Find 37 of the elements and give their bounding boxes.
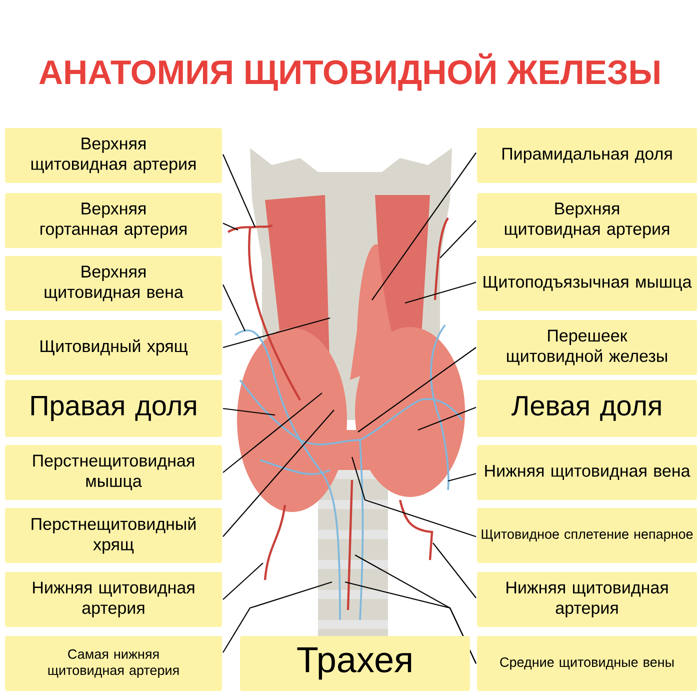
label-box: Нижняя щитовидная вена	[477, 445, 698, 500]
leader-line	[358, 347, 476, 432]
label-box: Пирамидальная доля	[477, 128, 698, 183]
leader-line	[222, 317, 330, 348]
label-box: Нижняя щитовидная артерия	[5, 572, 222, 627]
leader-line	[404, 282, 476, 304]
leader-line	[351, 456, 476, 538]
label-box: Верхняя гортанная артерия	[5, 193, 222, 248]
label-box: Щитовидное сплетение непарное	[477, 508, 698, 563]
label-box: Правая доля	[5, 380, 222, 437]
leader-line	[418, 406, 476, 431]
label-box: Верхняя щитовидная артерия	[477, 193, 698, 248]
leader-line	[222, 410, 334, 537]
leader-line	[432, 542, 476, 598]
label-box: Щитоподъязычная мышца	[477, 256, 698, 311]
label-box: Перешеек щитовидной железы	[477, 320, 698, 375]
label-box: Трахея	[240, 636, 470, 691]
leader-line	[222, 154, 256, 228]
title: АНАТОМИЯ ЩИТОВИДНОЙ ЖЕЛЕЗЫ	[39, 53, 660, 91]
label-box: Верхняя щитовидная вена	[5, 256, 222, 311]
label-box: Нижняя щитовидная артерия	[477, 572, 698, 627]
leader-line	[222, 392, 322, 473]
leader-line	[372, 152, 476, 300]
leader-line	[222, 562, 264, 600]
label-box: Левая доля	[477, 380, 698, 437]
label-box: Перстнещитовидная мышца	[5, 445, 222, 500]
leader-line	[222, 581, 332, 653]
leader-line	[448, 473, 476, 482]
label-box: Самая нижняя щитовидная артерия	[5, 636, 222, 691]
label-box: Верхняя щитовидная артерия	[5, 128, 222, 183]
leader-line	[222, 222, 238, 230]
label-box: Перстнещитовидный хрящ	[5, 508, 222, 563]
label-box: Средние щитовидные вены	[477, 636, 698, 691]
leader-line	[344, 581, 476, 664]
leader-line	[222, 284, 246, 332]
label-box: Щитовидный хрящ	[5, 320, 222, 375]
leader-line	[440, 220, 476, 258]
